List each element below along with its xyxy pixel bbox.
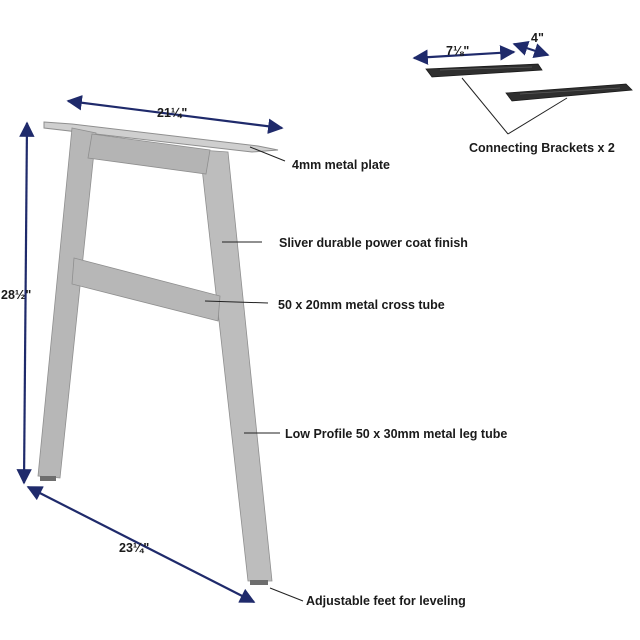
left-leg-tube: [37, 127, 97, 479]
bracket-plate-left: [425, 63, 543, 78]
cross-tube-label: 50 x 20mm metal cross tube: [278, 298, 445, 312]
top-rail-tube: [87, 133, 211, 175]
right-leg-tube: [199, 149, 273, 582]
depth-arrow: [26, 486, 256, 603]
bracket-leader-left: [461, 77, 509, 135]
brackets-label: Connecting Brackets x 2: [469, 141, 615, 155]
bracket-length-label: 7⅛": [446, 44, 470, 58]
feet-label: Adjustable feet for leveling: [306, 594, 466, 608]
plate-label: 4mm metal plate: [292, 158, 390, 172]
top-width-arrow: [66, 95, 284, 134]
feet-leader: [269, 587, 304, 602]
height-label: 28½": [1, 288, 32, 302]
height-arrow: [16, 121, 35, 485]
bracket-plate-right: [505, 83, 633, 102]
depth-label: 23¼": [119, 541, 150, 555]
dimension-arrows: [16, 40, 550, 603]
leader-lines: [204, 77, 568, 602]
right-foot: [250, 580, 268, 585]
connecting-brackets: [425, 63, 633, 102]
cross-tube-leader: [204, 300, 269, 304]
bracket-length-arrow: [412, 45, 516, 65]
plate-leader: [249, 146, 286, 162]
bracket-leader-right: [507, 97, 568, 135]
left-foot: [40, 476, 56, 481]
finish-label: Sliver durable power coat finish: [279, 236, 468, 250]
bracket-width-label: 4": [531, 31, 544, 45]
table-leg-frame: [37, 121, 279, 585]
bracket-width-arrow: [512, 40, 550, 59]
leg-tube-label: Low Profile 50 x 30mm metal leg tube: [285, 427, 508, 441]
top-width-label: 21¼": [157, 106, 188, 120]
cross-tube: [71, 257, 221, 322]
